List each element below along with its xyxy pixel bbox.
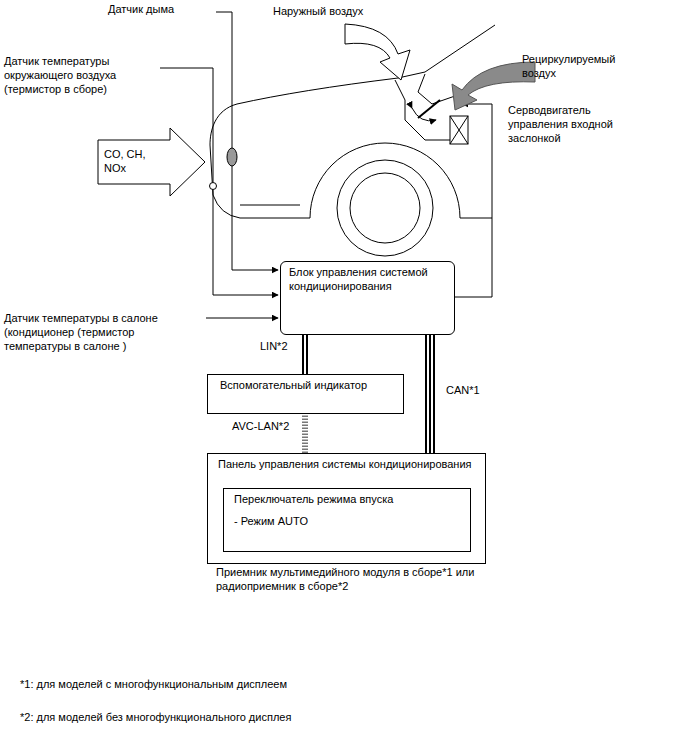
car-front bbox=[210, 104, 310, 218]
node-text: - Режим AUTO bbox=[234, 515, 460, 529]
bus-connector bbox=[305, 414, 306, 453]
node-text: Блок управления системой кондиционирован… bbox=[289, 266, 446, 294]
node-text: Панель управления системы кондиционирова… bbox=[218, 458, 475, 472]
label: Датчик дыма bbox=[108, 3, 218, 17]
label: CO, CH, NOx bbox=[104, 148, 170, 176]
flap-travel bbox=[412, 108, 436, 121]
control-unit-box: Блок управления системой кондиционирован… bbox=[280, 261, 455, 335]
label: Датчик температуры окружающего воздуха (… bbox=[4, 55, 162, 96]
label: *1: для моделей с многофункциональным ди… bbox=[20, 678, 420, 692]
wheel-rim bbox=[350, 173, 420, 243]
intake-duct bbox=[395, 80, 450, 140]
smoke-sensor bbox=[227, 148, 237, 166]
panel-box: Панель управления системы кондиционирова… bbox=[207, 453, 486, 564]
intake-duct bbox=[418, 74, 455, 104]
bus-label: AVC-LAN*2 bbox=[230, 420, 291, 433]
bus-label: CAN*1 bbox=[444, 384, 482, 397]
intake-flap bbox=[418, 100, 440, 118]
smoke-leader bbox=[216, 12, 232, 148]
label: Датчик температуры в салоне (кондиционер… bbox=[4, 312, 204, 353]
servo-wire bbox=[454, 104, 492, 297]
node-text: Приемник мультимедийного модуля в сборе*… bbox=[216, 566, 516, 594]
bus-label: LIN*2 bbox=[258, 340, 290, 353]
smoke-wire bbox=[232, 166, 278, 270]
ambient-sensor bbox=[210, 183, 217, 190]
cabin-sensor-wire bbox=[206, 318, 278, 319]
label: Рециркулируемый воздух bbox=[522, 53, 632, 81]
node-text: Вспомогательный индикатор bbox=[220, 379, 391, 393]
ambient-wire bbox=[213, 190, 278, 295]
label: Наружный воздух bbox=[273, 5, 383, 19]
servo-motor bbox=[450, 116, 468, 144]
fender-line bbox=[240, 205, 300, 206]
label: *2: для моделей без многофункционального… bbox=[20, 711, 420, 725]
bus-connector bbox=[430, 335, 431, 453]
switch-box: Переключатель режима впуска - Режим AUTO bbox=[223, 488, 471, 552]
node-text: Переключатель режима впуска bbox=[234, 493, 460, 507]
exhaust-gas-arrow bbox=[98, 128, 205, 196]
indicator-box: Вспомогательный индикатор bbox=[207, 374, 404, 414]
bus-connector bbox=[305, 335, 306, 374]
outside-air-arrow bbox=[345, 24, 410, 80]
servo-motor bbox=[450, 116, 468, 144]
label: Серводвигатель управления входной заслон… bbox=[508, 104, 623, 145]
wheel bbox=[337, 160, 433, 256]
